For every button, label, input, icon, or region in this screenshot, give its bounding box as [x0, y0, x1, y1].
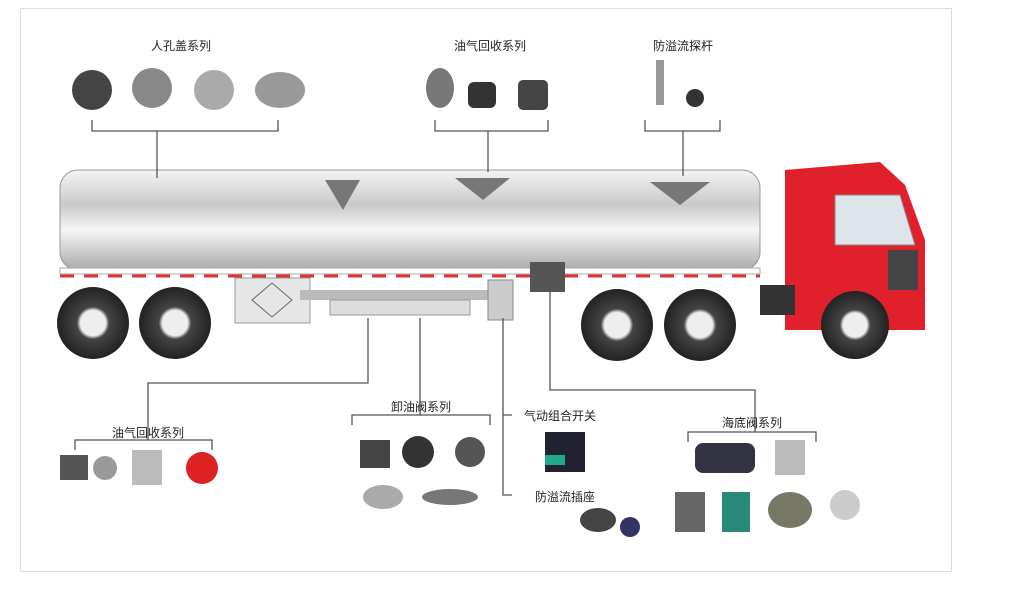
label-overflow-probe: 防溢流探杆	[652, 39, 714, 53]
label-pneumatic-switch: 气动组合开关	[523, 409, 597, 423]
label-unloading-valve-series: 卸油阀系列	[390, 400, 452, 414]
label-vapor-recovery-series-top: 油气回收系列	[453, 39, 527, 53]
component-images	[60, 60, 860, 537]
label-vapor-recovery-series-bottom: 油气回收系列	[111, 426, 185, 440]
cabinet	[234, 277, 311, 324]
wheels	[57, 287, 889, 361]
label-manhole-cover-series: 人孔盖系列	[150, 39, 212, 53]
leader-lines	[74, 120, 817, 496]
label-bottom-valve-series: 海底阀系列	[721, 416, 783, 430]
tank-body	[59, 169, 761, 324]
label-overflow-socket: 防溢流插座	[534, 490, 596, 504]
truck-cab	[760, 162, 925, 330]
